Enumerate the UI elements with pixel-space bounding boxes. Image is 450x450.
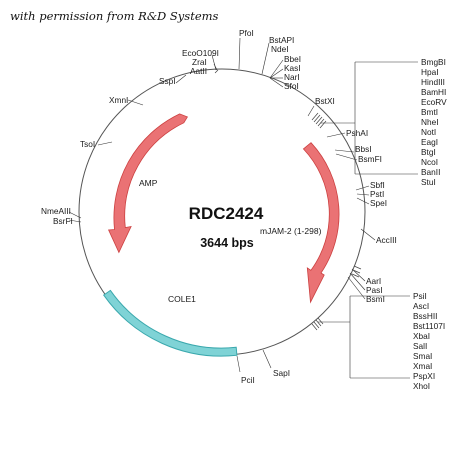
site-sbfi: SbfI bbox=[370, 180, 385, 190]
site-bbsi: BbsI bbox=[355, 144, 372, 154]
site-cluster-upper-item: NheI bbox=[421, 117, 439, 127]
site-psti: PstI bbox=[370, 189, 384, 199]
site-aatii: AatII bbox=[190, 66, 207, 76]
site-pasi: PasI bbox=[366, 285, 383, 295]
mjam-arrow bbox=[302, 142, 340, 304]
site-aari: AarI bbox=[366, 276, 381, 286]
site-tsoi: TsoI bbox=[80, 139, 95, 149]
cole1-arc bbox=[103, 289, 238, 357]
site-cluster-upper-item: BanII bbox=[421, 167, 440, 177]
site-bsrfi: BsrFI bbox=[53, 216, 73, 226]
site-cluster-lower-item: BssHII bbox=[413, 311, 437, 321]
plasmid-name: RDC2424 bbox=[189, 204, 264, 223]
site-cluster-lower-item: SmaI bbox=[413, 351, 432, 361]
site-cluster-lower-item: PsiI bbox=[413, 291, 427, 301]
site-cluster-lower-item: XmaI bbox=[413, 361, 432, 371]
site-bsmi: BsmI bbox=[366, 294, 385, 304]
site-ndei: NdeI bbox=[271, 44, 289, 54]
site-sspi: SspI bbox=[159, 76, 176, 86]
site-pshai: PshAI bbox=[346, 128, 368, 138]
permission-credit: with permission from R&D Systems bbox=[10, 9, 219, 23]
site-nari: NarI bbox=[284, 72, 300, 82]
site-kasi: KasI bbox=[284, 63, 301, 73]
site-sapi: SapI bbox=[273, 368, 290, 378]
site-cluster-upper-item: EagI bbox=[421, 137, 438, 147]
mjam-label: mJAM-2 (1-298) bbox=[260, 226, 322, 236]
site-cluster-upper-item: NotI bbox=[421, 127, 436, 137]
site-cluster-lower-item: AscI bbox=[413, 301, 429, 311]
site-ecoo109i: EcoO109I bbox=[182, 48, 219, 58]
site-cluster-upper: BmgBI HpaI HindIII BamHI EcoRV BmtI NheI… bbox=[421, 57, 447, 187]
site-bbei: BbeI bbox=[284, 54, 301, 64]
site-bsmfi: BsmFI bbox=[358, 154, 382, 164]
site-cluster-lower-item: XhoI bbox=[413, 381, 430, 391]
plasmid-size: 3644 bps bbox=[200, 236, 254, 250]
site-cluster-upper-item: HindIII bbox=[421, 77, 445, 87]
site-spei: SpeI bbox=[370, 198, 387, 208]
site-cluster-upper-item: HpaI bbox=[421, 67, 439, 77]
site-cluster-upper-item: BmgBI bbox=[421, 57, 446, 67]
site-bstapi: BstAPI bbox=[269, 35, 294, 45]
site-cluster-upper-item: BmtI bbox=[421, 107, 438, 117]
amp-label: AMP bbox=[139, 178, 158, 188]
site-pcii: PciI bbox=[241, 375, 255, 385]
site-cluster-lower-item: PspXI bbox=[413, 371, 435, 381]
site-cluster-upper-item: NcoI bbox=[421, 157, 438, 167]
site-cluster-upper-item: BamHI bbox=[421, 87, 446, 97]
cluster-ticks bbox=[311, 112, 362, 331]
site-bstxi: BstXI bbox=[315, 96, 335, 106]
site-xmni: XmnI bbox=[109, 95, 128, 105]
site-cluster-upper-item: EcoRV bbox=[421, 97, 447, 107]
site-zrai: ZraI bbox=[192, 57, 207, 67]
site-cluster-lower-item: SalI bbox=[413, 341, 427, 351]
site-pfoi: PfoI bbox=[239, 28, 254, 38]
site-cluster-upper-item: BtgI bbox=[421, 147, 436, 157]
cole1-label: COLE1 bbox=[168, 294, 196, 304]
site-cluster-lower-item: Bst1107I bbox=[413, 321, 445, 331]
site-cluster-lower-item: XbaI bbox=[413, 331, 430, 341]
site-nmeaiii: NmeAIII bbox=[41, 206, 71, 216]
site-cluster-upper-item: StuI bbox=[421, 177, 436, 187]
site-acciii: AccIII bbox=[376, 235, 397, 245]
site-cluster-lower: PsiI AscI BssHII Bst1107I XbaI SalI SmaI… bbox=[413, 291, 445, 391]
site-sfoi: SfoI bbox=[284, 81, 299, 91]
site-leader-lines bbox=[68, 37, 418, 379]
amp-arrow bbox=[107, 113, 188, 254]
